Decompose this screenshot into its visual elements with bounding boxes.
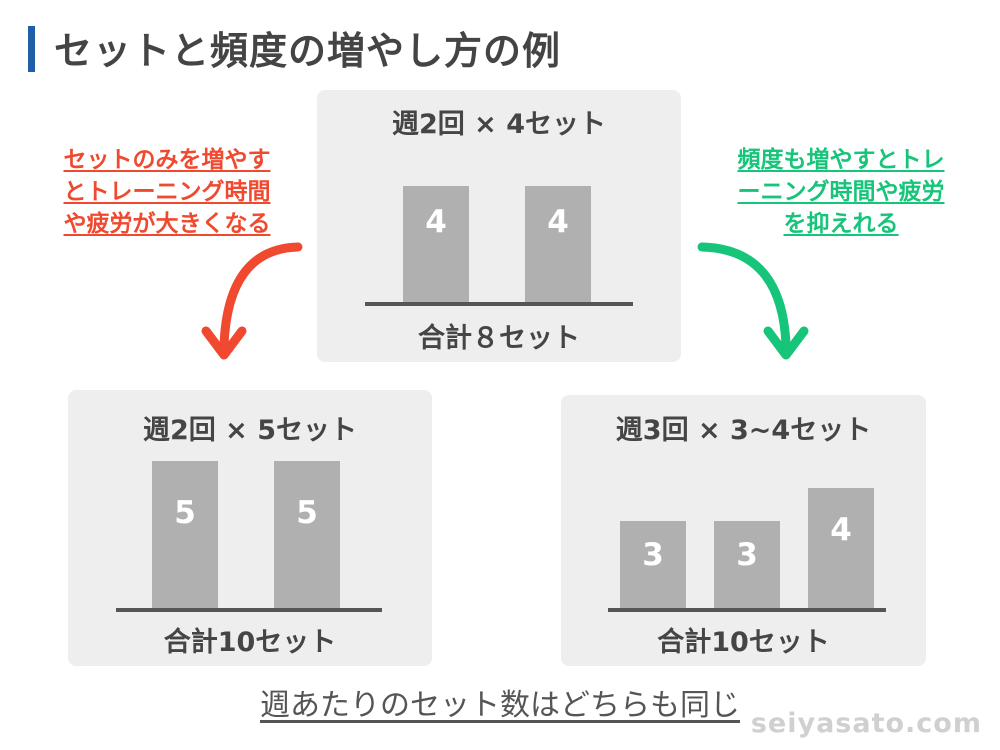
right-bar-2-value: 3 — [736, 537, 758, 573]
right-bar-3: 4 — [808, 488, 874, 608]
left-panel-footer: 合計10セット — [163, 627, 337, 658]
left-panel-baseline — [116, 608, 382, 612]
right-note-line-1: 頻度も増やすとトレ — [737, 147, 945, 173]
page-title: セットと頻度の増やし方の例 — [54, 29, 562, 73]
right-note-line-3: を抑えれる — [783, 211, 899, 237]
left-bar-1-value: 5 — [174, 495, 196, 531]
top-panel: 週2回 × 4セット 4 4 合計８セット — [317, 90, 681, 362]
right-panel-baseline — [608, 608, 886, 612]
right-note: 頻度も増やすとトレ ーニング時間や疲労 を抑えれる — [722, 144, 960, 240]
top-panel-header: 週2回 × 4セット — [392, 109, 606, 140]
right-bar-3-value: 4 — [830, 512, 852, 548]
left-note-line-3: や疲労が大きくなる — [63, 211, 271, 237]
top-bar-1-value: 4 — [425, 204, 447, 240]
top-panel-baseline — [365, 302, 633, 306]
right-panel-footer: 合計10セット — [657, 627, 830, 658]
right-panel-header: 週3回 × 3~4セット — [615, 415, 872, 446]
watermark: seiyasato.com — [750, 708, 982, 739]
left-panel-header: 週2回 × 5セット — [143, 415, 357, 446]
left-panel: 週2回 × 5セット 5 5 合計10セット — [68, 390, 432, 666]
left-note: セットのみを増やす とトレーニング時間 や疲労が大きくなる — [48, 144, 286, 240]
top-panel-footer: 合計８セット — [418, 323, 580, 354]
left-bar-2: 5 — [274, 461, 340, 608]
left-note-line-1: セットのみを増やす — [63, 147, 271, 173]
red-curved-arrow-icon — [201, 242, 303, 360]
right-bar-1: 3 — [620, 521, 686, 608]
green-curved-arrow-icon — [697, 242, 809, 360]
left-bar-1: 5 — [152, 461, 218, 608]
left-note-line-2: とトレーニング時間 — [63, 179, 271, 205]
right-panel: 週3回 × 3~4セット 3 3 4 合計10セット — [561, 395, 926, 666]
top-bar-1: 4 — [403, 186, 469, 302]
title-accent-bar — [28, 26, 35, 72]
right-note-line-2: ーニング時間や疲労 — [737, 179, 945, 205]
footer-caption: 週あたりのセット数はどちらも同じ — [260, 688, 740, 723]
right-bar-1-value: 3 — [642, 537, 664, 573]
left-bar-2-value: 5 — [296, 495, 318, 531]
right-bar-2: 3 — [714, 521, 780, 608]
top-bar-2-value: 4 — [547, 204, 569, 240]
top-bar-2: 4 — [525, 186, 591, 302]
